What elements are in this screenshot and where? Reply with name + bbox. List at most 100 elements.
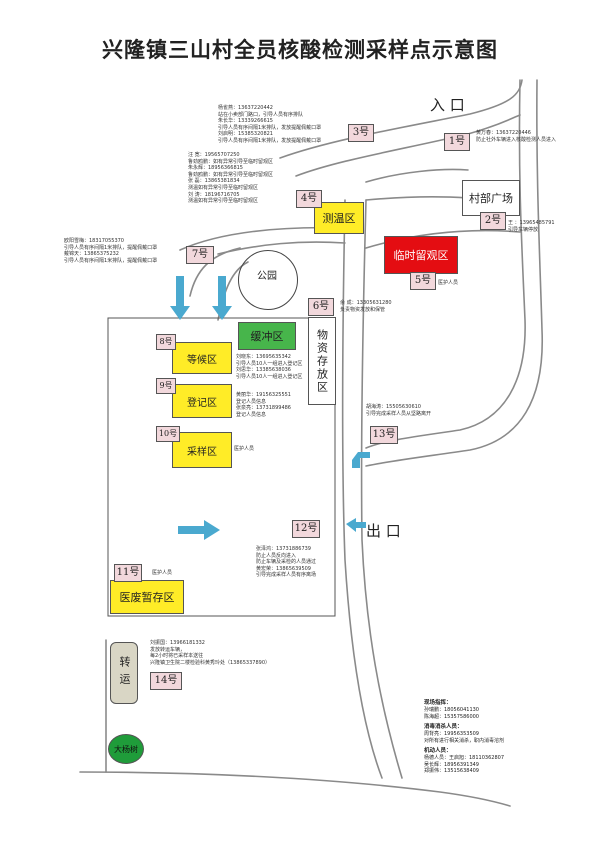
note-point-8: 刘晓东：13695635342 引导人员10人一组进入登记区 刘思华：13385… — [236, 354, 302, 380]
note-line: 刘 涛：18196716705 — [188, 191, 240, 198]
note-line: 鲁劲鸥鹏：如有异常引导至临时留观区 — [188, 158, 274, 165]
note-point-1: 黄万春：13637220446 防止社外车辆进入核酸检测人员进入 — [476, 130, 556, 143]
big-tree: 大杨树 — [108, 734, 144, 764]
note-line: 张泽鸿：13731886739 — [256, 546, 311, 552]
legend-line: 吴长辉：18956391349 — [424, 761, 479, 768]
park-label: 公园 — [257, 271, 277, 282]
note-line: 登记人员信息 — [236, 411, 267, 418]
point-11-tag: 11号 — [114, 564, 142, 582]
park-curve-left — [189, 247, 241, 297]
note-line: 鲁劲鸥鹏：如有异常引导至临时留观区 — [188, 171, 274, 178]
note-line: 引导人员有序间隔1米排队，发放提醒佩戴口罩 — [218, 124, 322, 131]
note-line: 负责物资发放和保管 — [340, 306, 386, 313]
note-point-7: 欧阳雪梅：18317055370 引导人员有序间隔1米排队，提醒佩戴口罩 戴锦天… — [64, 238, 157, 264]
note-line: 张泉亮：13731899486 — [236, 405, 291, 412]
note-point-2: 王 ：13965485791 引导车辆停放 — [508, 220, 555, 233]
note-point-5: 医护人员 — [438, 280, 458, 287]
note-line: 黄宏荣：13865639509 — [256, 565, 311, 572]
big-tree-label: 大杨树 — [114, 744, 138, 754]
temp-holding-zone: 临时留观区 — [384, 236, 458, 274]
note-line: 刘启明：15385320821 — [218, 131, 273, 138]
note-line: 医护人员 — [234, 446, 255, 452]
main-road-right-edge — [360, 199, 403, 779]
bottom-road — [79, 771, 511, 807]
note-point-4: 汪 宽：19565707250 鲁劲鸥鹏：如有异常引导至临时留观区 朱永辉：18… — [188, 152, 273, 205]
note-line: 测温如有异常引导至临时留观区 — [188, 184, 259, 191]
right-road-right-edge — [365, 79, 543, 467]
note-line: 防止人员反向进入 — [256, 552, 297, 559]
legend-line: 周背亮：19956353509 — [424, 731, 479, 737]
note-line: 刘振国：13966181332 — [150, 640, 205, 646]
point-13-tag: 13号 — [370, 426, 398, 444]
top-road-upper-edge — [279, 79, 523, 159]
note-line: 测温如有异常引导至临时留观区 — [188, 198, 259, 205]
park-circle — [238, 250, 298, 310]
note-line: 引导人员有序间隔1米排队，提醒佩戴口罩 — [64, 257, 158, 264]
note-line: 防止社外车辆进入核酸检测人员进入 — [476, 136, 557, 143]
legend-header-disinfect: 消毒消杀人员： — [424, 724, 463, 730]
note-line: 胡海涛：15505630610 — [366, 404, 421, 410]
note-point-9: 黄丽华：19156325551 登记人员信息 张泉亮：13731899486 登… — [236, 392, 291, 418]
note-line: 刘思华：13385638036 — [236, 367, 291, 374]
note-line: 戴锦天：13865375232 — [64, 251, 119, 258]
note-line: 欧阳雪梅：18317055370 — [64, 238, 124, 244]
note-point-13: 胡海涛：15505630610 引导完成采样人员从坚路离开 — [366, 404, 431, 417]
medical-waste-zone: 医废暂存区 — [110, 580, 184, 614]
note-line: 杨雀燕：13637220442 — [218, 105, 273, 111]
main-road-left-edge — [341, 199, 383, 779]
waiting-zone: 等候区 — [172, 342, 232, 374]
legend-line: 杨德人员：王启旭：18110362807 — [424, 755, 504, 761]
note-line: 黄万春：13637220446 — [476, 130, 531, 136]
entrance-sign: 入 口 — [430, 96, 465, 114]
temp-holding-label: 临时留观区 — [393, 249, 449, 262]
note-line: 刘晓东：13695635342 — [236, 354, 291, 360]
note-line: 引导完成采样人员有序离场 — [256, 572, 317, 579]
register-zone: 登记区 — [172, 384, 232, 418]
register-label: 登记区 — [187, 397, 217, 409]
village-square: 村部广场 — [462, 180, 520, 216]
waiting-label: 等候区 — [187, 354, 217, 366]
transfer-zone: 转运 — [110, 642, 138, 704]
note-line: 引导车辆停放 — [508, 226, 539, 233]
supplies-area: 物资存放区 — [308, 317, 336, 405]
exit-sign: 出 口 — [366, 522, 401, 540]
village-square-label: 村部广场 — [469, 192, 513, 205]
note-line: 登记人员信息 — [236, 398, 267, 405]
legend-line: 对所有进行相关消杀，职内消毒溶剂 — [424, 737, 505, 744]
right-road-left-edge — [365, 79, 526, 449]
arrow-down-left — [170, 276, 190, 320]
note-point-10: 医护人员 — [234, 446, 254, 453]
note-point-3: 杨雀燕：13637220442 站在小卖部门路口，引导人员有序排队 朱长华：13… — [218, 105, 321, 145]
note-line: 引导人员有序间隔1米排队，发放提醒佩戴口罩 — [218, 137, 322, 144]
note-line: 引导人员有序间隔1米排队，提醒佩戴口罩 — [64, 244, 158, 251]
note-line: 兴隆镇卫生院二楼检验科黄秀玲处（13865337890） — [150, 659, 270, 666]
note-line: 汪 宽：19565707250 — [188, 152, 240, 158]
temp-check-label: 测温区 — [322, 212, 356, 225]
note-line: 站在小卖部门路口，引导人员有序排队 — [218, 111, 304, 118]
note-line: 引导完成采样人员从坚路离开 — [366, 410, 432, 417]
temp-check-zone: 测温区 — [314, 202, 364, 234]
medical-waste-label: 医废暂存区 — [119, 591, 175, 604]
top-road-lower-edge — [295, 114, 521, 177]
legend-line: 郑振伟：13515638409 — [424, 768, 479, 774]
legend-header-mobile: 机动人员： — [424, 748, 452, 754]
note-point-11: 医护人员 — [152, 570, 172, 577]
point-9-tag: 9号 — [156, 378, 176, 394]
note-point-6: 余 成：13305631280 负责物资发放和保管 — [340, 300, 392, 313]
legend-line: 陈海超：15357586000 — [424, 713, 479, 720]
note-line: 引导人员10人一组进入登记区 — [236, 360, 303, 367]
legend-line: 孙瑞鹏：18056041130 — [424, 707, 479, 713]
point-14-tag: 14号 — [150, 672, 182, 690]
note-line: 防止车辆及采检的人员通过 — [256, 559, 317, 566]
note-line: 朱长华：13339266615 — [218, 118, 273, 125]
point-3-tag: 3号 — [348, 124, 374, 142]
note-line: 余 成：13305631280 — [340, 300, 392, 306]
note-line: 王 ：13965485791 — [508, 220, 555, 226]
transfer-label: 转运 — [118, 656, 131, 690]
point-1-tag: 1号 — [444, 133, 470, 151]
point-8-tag: 8号 — [156, 334, 176, 350]
point-6-tag: 6号 — [308, 298, 334, 316]
point-7-tag: 7号 — [186, 246, 214, 264]
arrow-return — [352, 452, 370, 468]
